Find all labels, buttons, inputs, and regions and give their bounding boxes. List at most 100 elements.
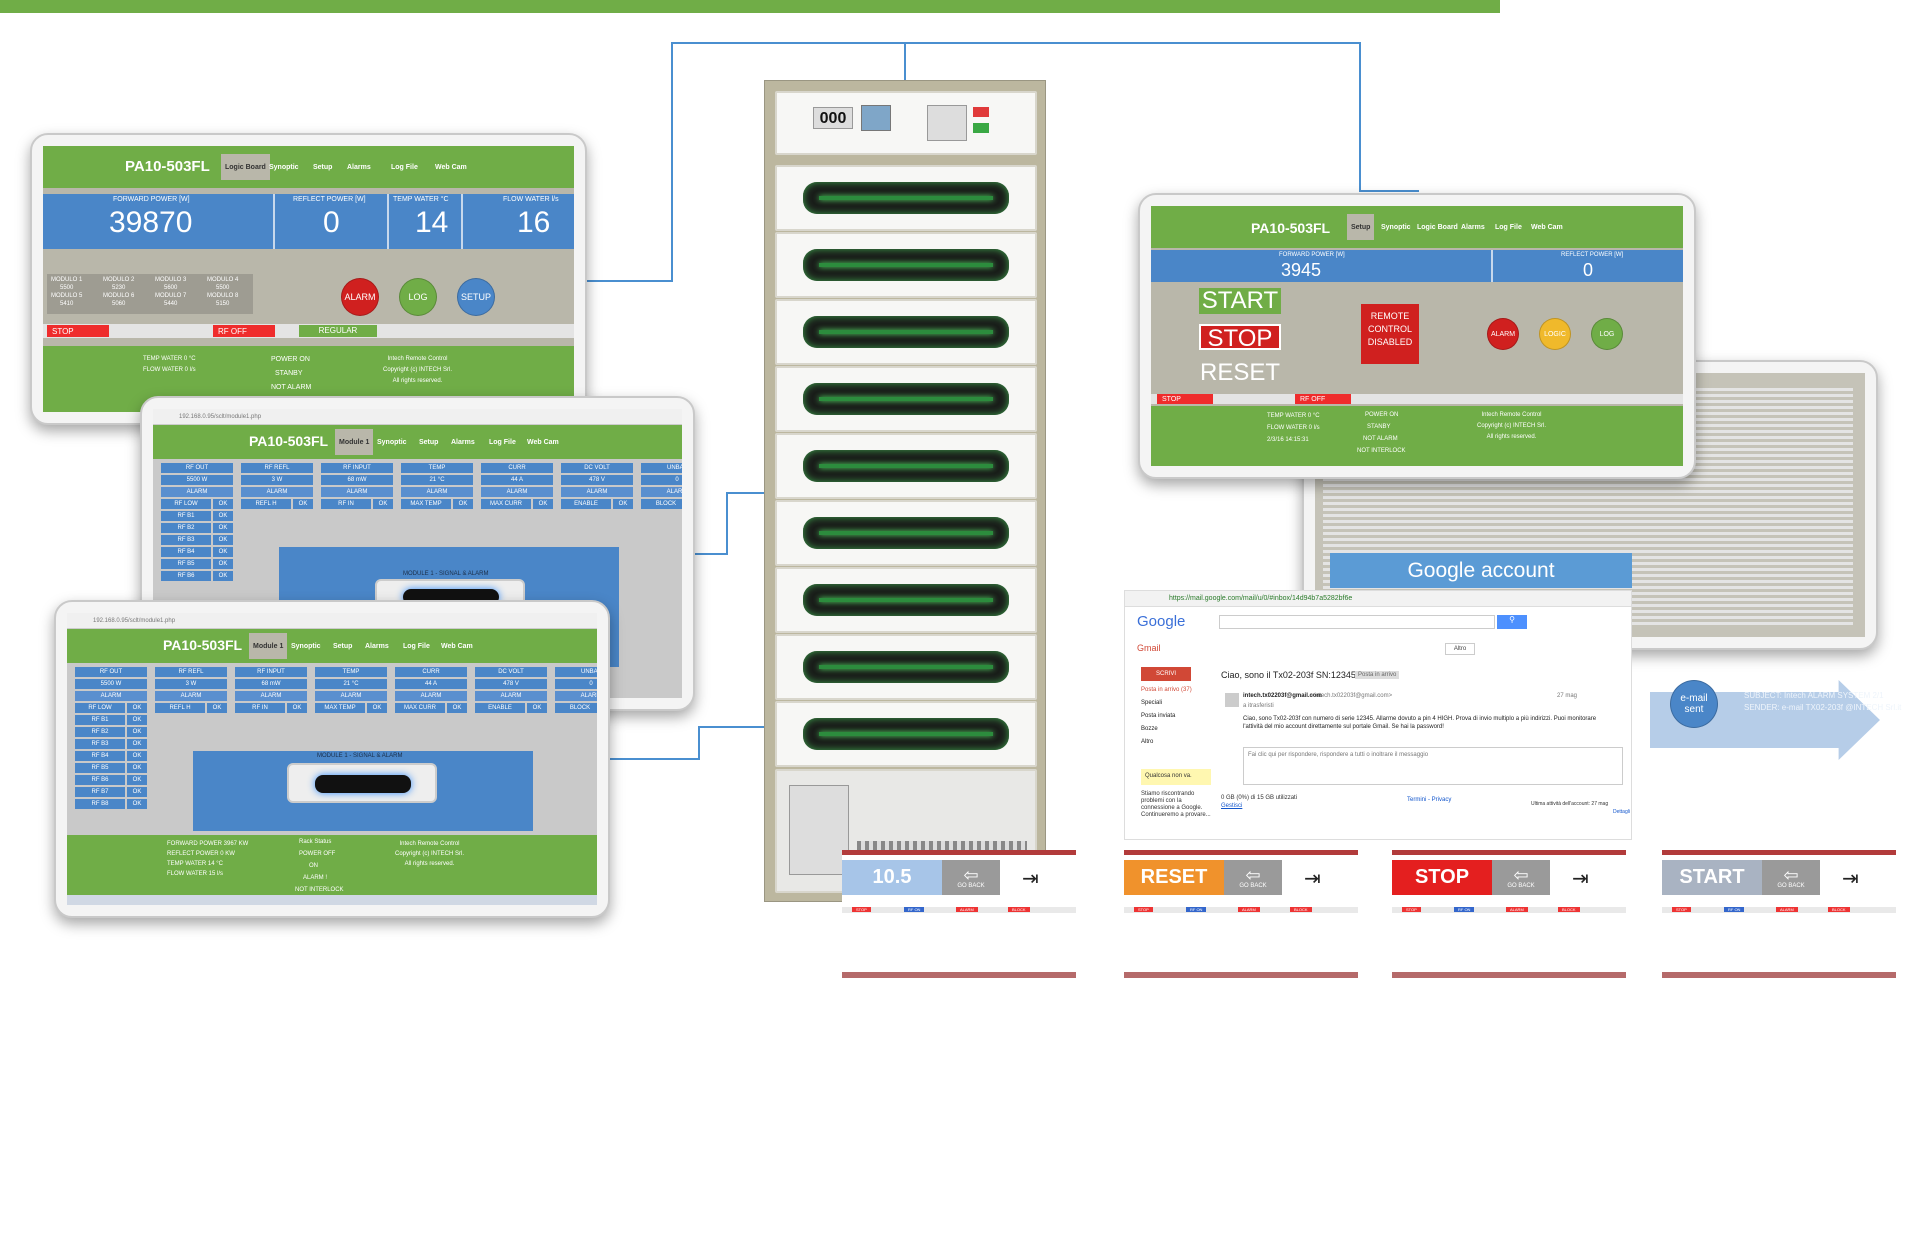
- rack-amplifier-module: [775, 366, 1037, 432]
- search-icon[interactable]: ⚲: [1497, 615, 1527, 629]
- connector-line: [690, 553, 728, 555]
- log-button[interactable]: LOG: [399, 278, 437, 316]
- mini-title-bar: [1392, 850, 1626, 855]
- row-label: RF B6: [75, 775, 125, 785]
- tab-alarms[interactable]: Alarms: [1461, 223, 1485, 231]
- tab-log-file[interactable]: Log File: [391, 163, 418, 171]
- compose-button[interactable]: SCRIVI: [1141, 667, 1191, 681]
- start-button[interactable]: START: [1199, 288, 1281, 314]
- tab-synoptic[interactable]: Synoptic: [1381, 223, 1411, 231]
- setup-button[interactable]: SETUP: [457, 278, 495, 316]
- col-alarm: ALARM: [315, 691, 387, 701]
- col-value: 478 V: [561, 475, 633, 485]
- col-flag: MAX TEMP: [315, 703, 365, 713]
- terms-link[interactable]: Termini - Privacy: [1407, 797, 1452, 803]
- gmail-window: https://mail.google.com/mail/u/0/#inbox/…: [1124, 590, 1632, 840]
- col-ok: OK: [613, 499, 633, 509]
- go-back-button[interactable]: ⇦GO BACK: [1492, 860, 1550, 895]
- tab-log-file[interactable]: Log File: [1495, 223, 1522, 231]
- gmail-folder[interactable]: Altro: [1141, 739, 1154, 745]
- tab-setup[interactable]: Setup: [313, 163, 333, 171]
- email-sender: intech.tx02203f@gmail.com: [1243, 693, 1322, 699]
- tab-synoptic[interactable]: Synoptic: [291, 642, 321, 650]
- exit-icon[interactable]: ⇥: [1842, 868, 1859, 890]
- last-activity: Ultima attività dell'account: 27 mag: [1531, 801, 1609, 807]
- mini-big-button[interactable]: START: [1662, 860, 1762, 895]
- panel-header: [1151, 206, 1683, 248]
- tab-web-cam[interactable]: Web Cam: [1531, 223, 1563, 231]
- gmail-folder[interactable]: Posta in arrivo (37): [1141, 687, 1192, 693]
- exit-icon[interactable]: ⇥: [1022, 868, 1039, 890]
- chat-warning: Qualcosa non va.: [1141, 769, 1211, 785]
- stop-button[interactable]: STOP: [1199, 324, 1281, 352]
- taskbar: [67, 895, 597, 905]
- row-label: RF B1: [75, 715, 125, 725]
- logic-button[interactable]: LOGIC: [1539, 318, 1571, 350]
- col-ok: OK: [213, 499, 233, 509]
- gmail-address-bar[interactable]: https://mail.google.com/mail/u/0/#inbox/…: [1125, 591, 1631, 607]
- browser-address-bar[interactable]: 192.168.0.95/sclt/module1.php: [153, 409, 682, 425]
- mini-status-label: BLOCK: [1828, 907, 1850, 912]
- more-button[interactable]: Altro: [1445, 643, 1475, 655]
- details-link[interactable]: Dettagli: [1613, 809, 1630, 815]
- tab-alarms[interactable]: Alarms: [365, 642, 389, 650]
- tab-alarms[interactable]: Alarms: [347, 163, 371, 171]
- connector-line: [726, 492, 728, 554]
- alarm-button[interactable]: ALARM: [341, 278, 379, 316]
- connector-line: [698, 726, 766, 728]
- footer-power-off: POWER OFF: [299, 851, 336, 857]
- alarm-button[interactable]: ALARM: [1487, 318, 1519, 350]
- go-back-button[interactable]: ⇦GO BACK: [942, 860, 1000, 895]
- gmail-folder[interactable]: Bozze: [1141, 726, 1158, 732]
- panel-footer: [1151, 406, 1683, 466]
- exit-icon[interactable]: ⇥: [1304, 868, 1321, 890]
- row-ok: OK: [213, 511, 233, 521]
- tab-synoptic[interactable]: Synoptic: [377, 438, 407, 446]
- go-back-button[interactable]: ⇦GO BACK: [1762, 860, 1820, 895]
- col-alarm: ALARM: [161, 487, 233, 497]
- mini-title-bar: [842, 850, 1076, 855]
- col-alarm: ALARM: [321, 487, 393, 497]
- mini-big-button[interactable]: 10.5: [842, 860, 942, 895]
- tab-module-1[interactable]: Module 1: [335, 429, 374, 455]
- stop-indicator: STOP: [1157, 394, 1213, 404]
- tab-logic-board[interactable]: Logic Board: [221, 154, 270, 180]
- mini-status-label: RF ON: [1186, 907, 1207, 912]
- tab-synoptic[interactable]: Synoptic: [269, 163, 299, 171]
- row-ok: OK: [213, 559, 233, 569]
- manage-link[interactable]: Gestisci: [1221, 803, 1243, 809]
- tab-logic-board[interactable]: Logic Board: [1417, 223, 1458, 231]
- mini-big-button[interactable]: RESET: [1124, 860, 1224, 895]
- tab-log-file[interactable]: Log File: [489, 438, 516, 446]
- exit-icon[interactable]: ⇥: [1572, 868, 1589, 890]
- log-button[interactable]: LOG: [1591, 318, 1623, 350]
- tab-setup[interactable]: Setup: [333, 642, 353, 650]
- connector-line: [726, 492, 766, 494]
- mini-status-label: STOP: [1134, 907, 1153, 912]
- go-back-button[interactable]: ⇦GO BACK: [1224, 860, 1282, 895]
- tab-alarms[interactable]: Alarms: [451, 438, 475, 446]
- tab-web-cam[interactable]: Web Cam: [441, 642, 473, 650]
- tab-module-1[interactable]: Module 1: [249, 633, 288, 659]
- tab-log-file[interactable]: Log File: [403, 642, 430, 650]
- gmail-folder[interactable]: Speciali: [1141, 700, 1163, 706]
- reset-button[interactable]: RESET: [1199, 359, 1280, 386]
- col-flag: ENABLE: [561, 499, 611, 509]
- tab-setup[interactable]: Setup: [419, 438, 439, 446]
- row-ok: OK: [213, 535, 233, 545]
- storage-usage: 0 GB (0%) di 15 GB utilizzati: [1221, 795, 1298, 801]
- browser-address-bar[interactable]: 192.168.0.95/sclt/module1.php: [67, 613, 597, 629]
- reply-box[interactable]: Fai clic qui per rispondere, rispondere …: [1243, 747, 1623, 785]
- mini-big-button[interactable]: STOP: [1392, 860, 1492, 895]
- gmail-search-input[interactable]: [1219, 615, 1495, 629]
- inbox-tag[interactable]: Posta in arrivo: [1355, 671, 1400, 679]
- footer-copyright: Intech Remote Control Copyright (c) INTE…: [383, 356, 453, 384]
- col-flag: REFL H: [241, 499, 291, 509]
- tab-web-cam[interactable]: Web Cam: [435, 163, 467, 171]
- tab-setup[interactable]: Setup: [1347, 214, 1375, 240]
- rack-amplifier-module: [775, 299, 1037, 365]
- tab-web-cam[interactable]: Web Cam: [527, 438, 559, 446]
- gmail-folder[interactable]: Posta inviata: [1141, 713, 1176, 719]
- module-led-panel: [803, 517, 1009, 549]
